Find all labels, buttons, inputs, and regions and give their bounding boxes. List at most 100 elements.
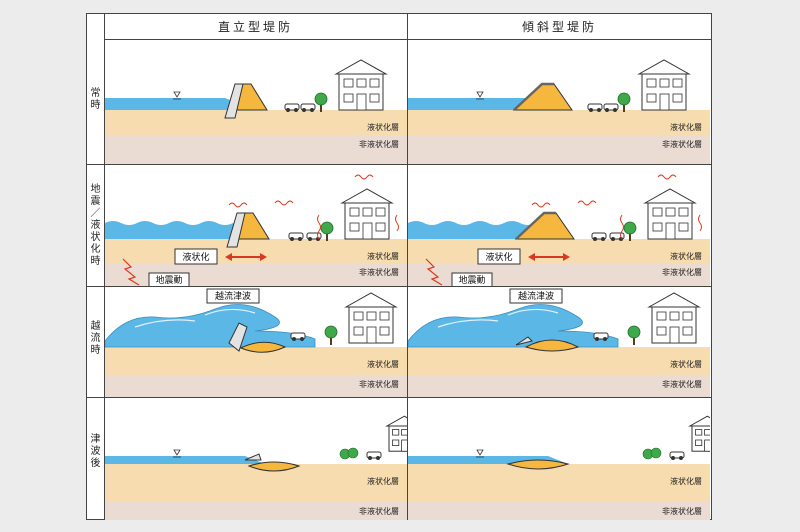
row-label-quake-text: 地震／液状化時 — [90, 184, 101, 267]
non-liquefied-layer — [105, 502, 407, 520]
non-liquefied-layer-label: 非液状化層 — [359, 139, 399, 149]
liquefied-layer-label: 液状化層 — [367, 359, 399, 369]
row-label-overflow-text: 越流時 — [90, 321, 101, 356]
liquefaction-box: 液状化 — [174, 248, 218, 265]
tsunami-wave — [105, 304, 316, 348]
ground-motion-label: 地震動 — [155, 274, 182, 286]
column-header-vertical-levee: 直立型堤防 — [217, 20, 293, 34]
house-icon — [334, 59, 388, 111]
row-label-normal: 常時 — [87, 88, 104, 112]
panel-normal-vertical: 液状化層 非液状化層 — [105, 40, 407, 164]
lateral-flow-arrow — [225, 253, 267, 261]
house-icon — [647, 292, 701, 344]
overflow-tsunami-label: 越流津波 — [518, 290, 554, 302]
vibration-icon-house — [395, 214, 399, 232]
car-icon — [593, 332, 609, 341]
house-icon — [344, 292, 398, 344]
car-icon — [669, 451, 685, 460]
vibration-icon-tree — [620, 214, 624, 240]
liquefied-layer-label: 液状化層 — [670, 359, 702, 369]
column-divider-middle — [407, 14, 408, 519]
car-icon — [300, 103, 316, 112]
liquefied-layer-label: 液状化層 — [670, 251, 702, 261]
house-icon — [637, 59, 691, 111]
sea-shaking — [105, 221, 245, 239]
tree-icon — [617, 92, 631, 112]
row-label-after: 津波後 — [87, 434, 104, 470]
wave-foam — [437, 308, 559, 328]
water-level-icon — [476, 91, 484, 100]
levee-embankment-collapsed — [524, 339, 580, 352]
liquefied-layer — [408, 239, 710, 263]
ground-motion-box: 地震動 — [148, 272, 190, 286]
non-liquefied-layer — [408, 135, 710, 164]
levee-slope-debris — [515, 336, 533, 346]
row-label-quake: 地震／液状化時 — [87, 184, 104, 268]
levee-embankment-collapsed — [239, 341, 287, 353]
car-icon — [366, 451, 382, 460]
house-icon — [340, 188, 394, 240]
vibration-icon-tree — [317, 214, 321, 240]
levee-embankment — [512, 83, 573, 111]
liquefied-layer — [408, 347, 710, 375]
column-divider-label — [104, 14, 105, 519]
tree-icon — [623, 221, 637, 241]
panel-quake-sloped: 液状化層 非液状化層 液状化地震動 — [408, 165, 710, 286]
liquefied-layer — [105, 239, 407, 263]
liquefied-layer-label: 液状化層 — [670, 122, 702, 132]
car-icon — [288, 232, 304, 241]
ground-motion-icon — [122, 258, 140, 286]
tsunami-wave — [408, 304, 619, 348]
car-icon — [587, 103, 603, 112]
liquefied-layer-label: 液状化層 — [670, 476, 702, 486]
shrub-icon — [642, 447, 662, 460]
row-label-overflow: 越流時 — [87, 321, 104, 357]
row-divider-2 — [87, 286, 711, 287]
overflow-tsunami-box: 越流津波 — [206, 288, 260, 304]
non-liquefied-layer — [105, 135, 407, 164]
row-label-normal-text: 常時 — [90, 88, 101, 111]
house-icon — [687, 415, 710, 452]
overflow-tsunami-box: 越流津波 — [509, 288, 563, 304]
ground-motion-box: 地震動 — [451, 272, 493, 286]
vibration-icon — [274, 200, 294, 206]
panel-overflow-vertical: 液状化層 非液状化層 越流津波 — [105, 287, 407, 397]
vibration-icon-house — [698, 214, 702, 232]
lateral-flow-arrow — [528, 253, 570, 261]
panel-after-sloped: 液状化層 非液状化層 — [408, 398, 710, 520]
row-divider-3 — [87, 397, 711, 398]
tree-icon — [627, 325, 641, 345]
levee-embankment-remnant — [506, 459, 570, 470]
non-liquefied-layer-label: 非液状化層 — [662, 267, 702, 277]
sea-shaking — [408, 221, 548, 239]
car-icon — [284, 103, 300, 112]
levee-slope-armor — [515, 211, 556, 240]
non-liquefied-layer-label: 非液状化層 — [359, 267, 399, 277]
liquefied-layer — [408, 464, 710, 502]
ground-motion-icon — [425, 258, 443, 286]
house-icon — [384, 415, 407, 452]
diagram-frame: 直立型堤防 傾斜型堤防 常時 地震／液状化時 越流時 津波後 液状化層 非液状化… — [86, 13, 712, 520]
overflow-tsunami-label: 越流津波 — [215, 290, 251, 302]
levee-wall-debris — [244, 453, 262, 461]
non-liquefied-layer-label: 非液状化層 — [662, 506, 702, 516]
levee-slope-armor — [513, 82, 554, 111]
non-liquefied-layer-label: 非液状化層 — [359, 506, 399, 516]
vibration-icon — [531, 202, 551, 208]
liquefied-layer-label: 液状化層 — [367, 122, 399, 132]
row-label-after-text: 津波後 — [90, 434, 101, 469]
sea — [105, 456, 265, 464]
header-divider — [104, 39, 711, 40]
row-divider-1 — [87, 164, 711, 165]
liquefied-layer — [408, 110, 710, 135]
non-liquefied-layer-label: 非液状化層 — [662, 379, 702, 389]
panel-after-vertical: 液状化層 非液状化層 — [105, 398, 407, 520]
liquefaction-box: 液状化 — [477, 248, 521, 265]
shrub-icon — [339, 447, 359, 460]
liquefaction-label: 液状化 — [485, 251, 512, 263]
levee-embankment-remnant — [247, 461, 301, 472]
panel-normal-sloped: 液状化層 非液状化層 — [408, 40, 710, 164]
vibration-icon — [577, 200, 597, 206]
wave-foam — [134, 308, 256, 328]
car-icon — [591, 232, 607, 241]
